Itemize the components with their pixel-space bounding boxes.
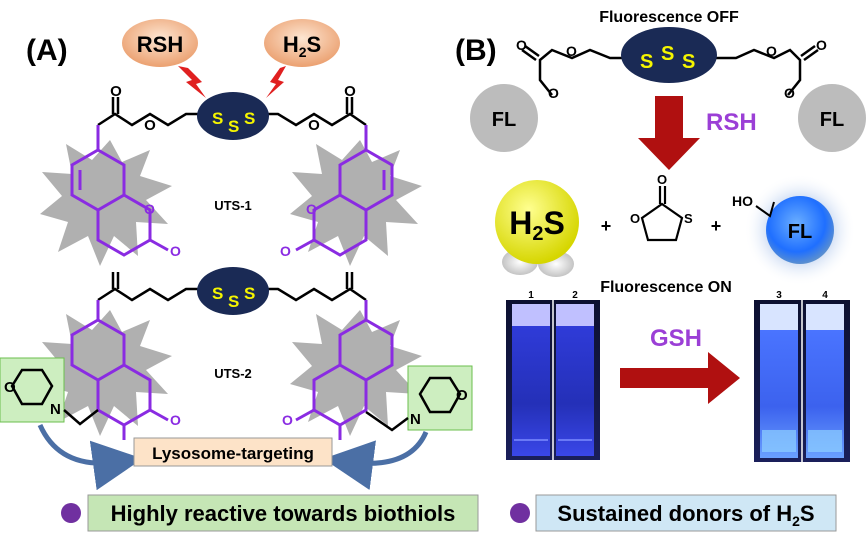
- panel-b-label: (B): [455, 34, 497, 67]
- svg-text:S: S: [212, 284, 223, 303]
- fluorophore-right: [798, 84, 866, 152]
- lactone-carbonyl-o: O: [282, 412, 293, 428]
- rsh-trigger-text: RSH: [137, 32, 183, 57]
- svg-text:O: O: [4, 379, 16, 396]
- svg-text:+: +: [601, 216, 612, 236]
- uts1-coumarin-right: [295, 125, 394, 257]
- svg-text:N: N: [50, 401, 61, 418]
- svg-text:O: O: [657, 172, 667, 187]
- uts1-linker: [97, 97, 367, 127]
- vial-number: 2: [572, 290, 578, 301]
- svg-text:S: S: [244, 109, 255, 128]
- gsh-label: GSH: [650, 325, 702, 352]
- fluorescence-on-label: Fluorescence ON: [600, 279, 732, 296]
- released-fluorophore: FL HO: [732, 174, 856, 286]
- uts1-label: UTS-1: [214, 198, 252, 213]
- lactone-carbonyl-o: O: [280, 243, 291, 259]
- ester-o: O: [144, 117, 156, 134]
- svg-text:FL: FL: [492, 109, 516, 131]
- thiocarbonate-molecule: [640, 186, 684, 242]
- h2s-molecule: H2S: [495, 180, 579, 277]
- h2s-trigger-text: H2S: [283, 32, 321, 60]
- lightning-bolt-icon: [266, 66, 286, 98]
- svg-text:O: O: [548, 85, 559, 101]
- lactone-o: O: [306, 201, 317, 217]
- ester-o: O: [308, 117, 320, 134]
- vial-photo-off: [506, 300, 600, 460]
- svg-text:N: N: [410, 411, 421, 428]
- targeting-arrow-left: [37, 423, 143, 491]
- probe-trisulfide-core: S S S: [621, 27, 717, 83]
- vial-number: 1: [528, 290, 534, 301]
- summary-b-box: [535, 494, 837, 532]
- svg-text:O: O: [566, 43, 577, 59]
- lightning-bolt-icon: [178, 66, 206, 98]
- vial-number: 4: [822, 290, 828, 301]
- vial-number: 3: [776, 290, 782, 301]
- h2s-text: H2S: [509, 205, 565, 245]
- uts1-coumarin-left: [70, 125, 169, 257]
- lysosome-targeting-box: [133, 437, 333, 467]
- lactone-carbonyl-o: O: [170, 243, 181, 259]
- probe-structure: [521, 44, 819, 96]
- lactone-carbonyl-o: O: [170, 412, 181, 428]
- uts2-linker: [97, 272, 367, 302]
- lysosome-targeting-label: Lysosome-targeting: [152, 444, 314, 463]
- svg-text:O: O: [766, 43, 777, 59]
- svg-text:S: S: [244, 284, 255, 303]
- carbonyl-o: O: [110, 83, 122, 100]
- vial-photo-on: [754, 300, 850, 462]
- svg-text:S: S: [228, 117, 239, 136]
- uts2-coumarin-left: [70, 300, 169, 440]
- svg-text:FL: FL: [820, 109, 844, 131]
- uts1-trisulfide-core: S S S: [197, 92, 269, 140]
- uts2-label: UTS-2: [214, 366, 252, 381]
- bullet-icon: [510, 503, 530, 523]
- uts2-coumarin-right: [295, 300, 394, 440]
- svg-text:FL: FL: [788, 221, 812, 243]
- lactone-o: O: [144, 201, 155, 217]
- svg-text:HO: HO: [732, 193, 753, 209]
- svg-text:O: O: [516, 37, 527, 53]
- rsh-trigger-bubble: RSH: [122, 19, 206, 98]
- svg-text:S: S: [682, 51, 695, 73]
- svg-text:O: O: [630, 211, 640, 226]
- rsh-reagent-label: RSH: [706, 109, 757, 136]
- reaction-arrow-down: [638, 96, 700, 170]
- bullet-icon: [61, 503, 81, 523]
- carbonyl-o: O: [344, 83, 356, 100]
- morpholine-left: O N: [0, 357, 99, 426]
- summary-a-text: Highly reactive towards biothiols: [111, 501, 456, 526]
- svg-text:S: S: [228, 292, 239, 311]
- fluorescence-off-label: Fluorescence OFF: [599, 9, 739, 26]
- svg-text:O: O: [456, 387, 468, 404]
- svg-text:S: S: [212, 109, 223, 128]
- h2s-trigger-bubble: H2S: [264, 19, 340, 98]
- svg-text:S: S: [661, 43, 674, 65]
- svg-text:S: S: [640, 51, 653, 73]
- morpholine-right: O N: [365, 365, 473, 432]
- gsh-arrow-right: [620, 352, 740, 404]
- svg-text:S: S: [684, 211, 693, 226]
- summary-b-text: Sustained donors of H2S: [557, 501, 814, 529]
- panel-a-label: (A): [26, 34, 68, 67]
- svg-text:O: O: [816, 37, 827, 53]
- targeting-arrow-right: [323, 430, 429, 490]
- svg-text:O: O: [784, 85, 795, 101]
- uts2-trisulfide-core: S S S: [197, 267, 269, 315]
- summary-a-box: [87, 494, 479, 532]
- uts1-atoms: O O O O: [110, 83, 356, 134]
- svg-text:+: +: [711, 216, 722, 236]
- fluorophore-left: [470, 84, 538, 152]
